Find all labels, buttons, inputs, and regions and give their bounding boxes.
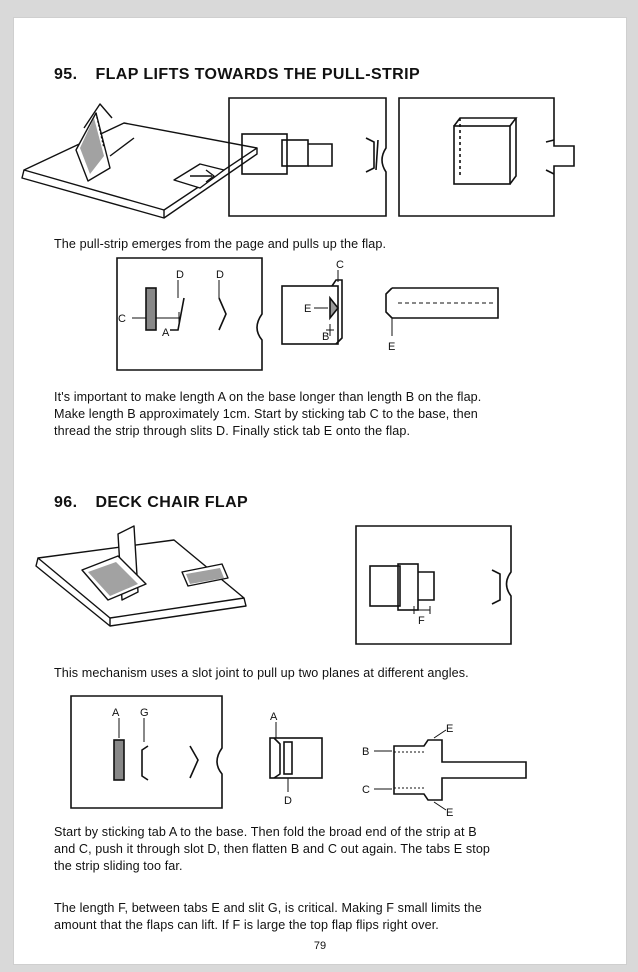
section-96-body-1: Start by sticking tab A to the base. The… (54, 824, 490, 875)
label-96-e1: E (446, 723, 453, 735)
label-95-b: B (322, 331, 329, 343)
section-96-body-line: the strip sliding too far. (54, 859, 183, 873)
label-95-c2: C (336, 259, 344, 271)
label-95-d1: D (176, 269, 184, 281)
diagram-95-parts: D D C A C E B E (116, 257, 499, 371)
section-95-number: 95. (54, 66, 78, 83)
section-95-caption: The pull-strip emerges from the page and… (54, 237, 387, 251)
section-96-body-line: and C, push it through slot D, then flat… (54, 842, 491, 856)
section-95-body-line: thread the strip through slits D. Finall… (54, 424, 411, 438)
label-96-b: B (362, 746, 369, 758)
section-95-body-line: It's important to make length A on the b… (54, 390, 482, 404)
section-95-body-line: Make length B approximately 1cm. Start b… (54, 407, 478, 421)
section-96-body-line: The length F, between tabs E and slit G,… (54, 901, 482, 915)
label-95-a: A (162, 327, 170, 339)
label-96-g: G (140, 707, 149, 719)
section-95-body: It's important to make length A on the b… (54, 389, 481, 440)
section-96-body-line: amount that the flaps can lift. If F is … (54, 918, 439, 932)
diagram-96-base-view: F (355, 525, 512, 645)
label-96-a1: A (112, 707, 120, 719)
section-95-heading: 95. FLAP LIFTS TOWARDS THE PULL-STRIP (54, 66, 420, 84)
diagram-95-flap-view (398, 97, 575, 217)
label-95-c1: C (118, 313, 126, 325)
diagram-96-parts: A G A D B C E E (70, 695, 527, 819)
diagram-95-base-view (228, 97, 387, 217)
label-95-e1: E (304, 303, 311, 315)
section-96-body-line: Start by sticking tab A to the base. The… (54, 825, 477, 839)
section-96-body-2: The length F, between tabs E and slit G,… (54, 900, 482, 934)
illustration-95-popup (21, 103, 258, 219)
label-96-c: C (362, 784, 370, 796)
section-96-title: DECK CHAIR FLAP (95, 494, 249, 511)
label-96-f: F (418, 615, 425, 627)
page-number: 79 (313, 940, 327, 952)
label-95-d2: D (216, 269, 224, 281)
book-page: 95. FLAP LIFTS TOWARDS THE PULL-STRIP (14, 18, 626, 964)
section-96-number: 96. (54, 494, 78, 511)
section-96-heading: 96. DECK CHAIR FLAP (54, 494, 248, 512)
label-96-a2: A (270, 711, 278, 723)
label-96-e2: E (446, 807, 453, 819)
section-95-title: FLAP LIFTS TOWARDS THE PULL-STRIP (95, 66, 421, 83)
label-96-d: D (284, 795, 292, 807)
section-96-caption: This mechanism uses a slot joint to pull… (54, 666, 469, 680)
label-95-e2: E (388, 341, 395, 353)
illustration-96-popup (35, 525, 247, 627)
